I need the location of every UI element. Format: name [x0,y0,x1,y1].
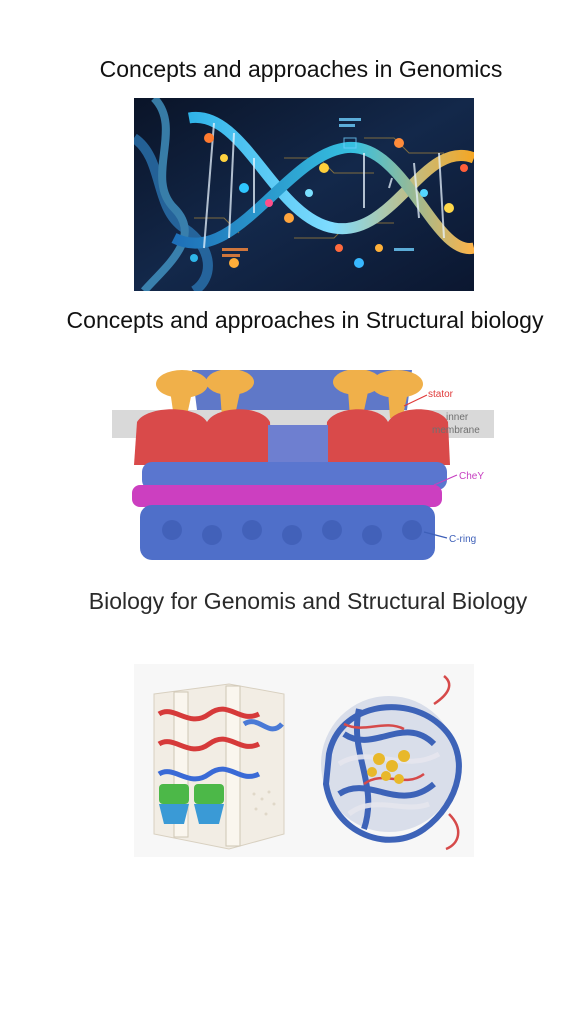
globular-protein-structure [321,675,462,851]
dna-double-helix-image [134,98,474,291]
inner-membrane-label-line1: inner [446,412,469,423]
c-ring-label: C-ring [449,534,476,545]
protein-structures-image [134,664,474,857]
channel-block-structure [153,683,285,850]
genomics-title: Concepts and approaches in Genomics [99,56,503,82]
flagellar-motor-structure-image: stator inner membrane CheY C-ring [112,370,494,560]
stator-label: stator [428,389,454,400]
combined-biology-title: Biology for Genomis and Structural Biolo… [88,588,528,614]
chey-label: CheY [459,471,484,482]
structural-biology-title: Concepts and approaches in Structural bi… [66,307,544,333]
inner-membrane-label-line2: membrane [432,425,480,436]
